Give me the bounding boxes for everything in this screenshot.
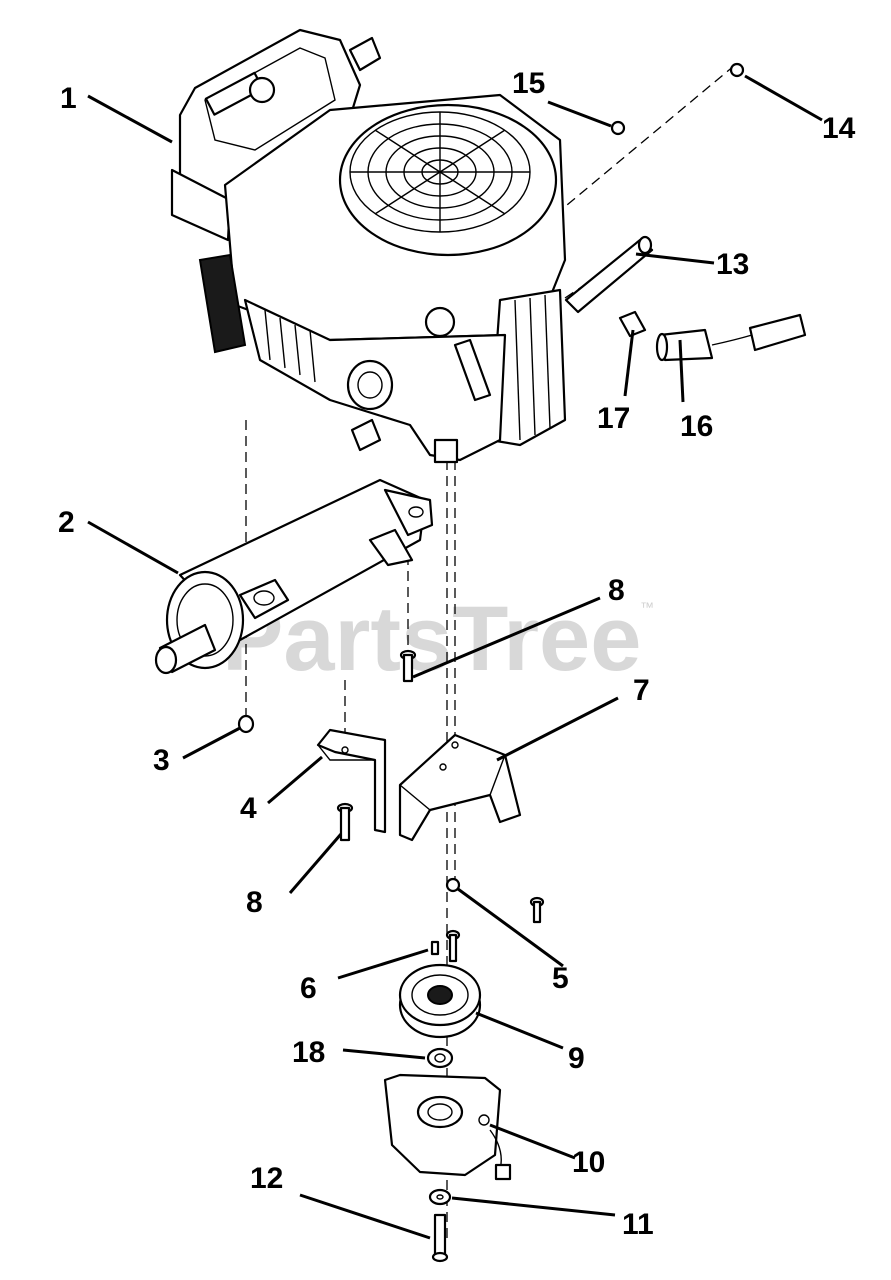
spacer-18	[426, 1047, 454, 1069]
callout-13: 13	[716, 248, 749, 281]
callout-16: 16	[680, 410, 713, 443]
callout-14: 14	[822, 112, 856, 145]
callout-6: 6	[300, 972, 317, 1005]
callout-5: 5	[552, 962, 569, 995]
washer-11	[428, 1188, 452, 1206]
bolt-8-upper	[399, 649, 417, 683]
bolt-8-lower	[336, 802, 354, 842]
callout-8-lower: 8	[246, 886, 263, 919]
pulley-bolt	[445, 929, 461, 963]
callout-7: 7	[633, 674, 650, 707]
leader-lines	[87, 74, 823, 1240]
callout-12: 12	[250, 1162, 283, 1195]
callout-15: 15	[512, 67, 545, 100]
clamp-15	[610, 120, 626, 136]
callout-labels: 1 2 3 4 5 6 7 8 8 9 10 11 12 13 14 15 16…	[58, 67, 856, 1241]
pulley-9	[398, 963, 482, 1039]
callout-9: 9	[568, 1042, 585, 1075]
callout-1: 1	[60, 82, 77, 115]
washer-5	[445, 877, 461, 893]
tube-13	[564, 235, 654, 314]
callout-3: 3	[153, 744, 170, 777]
engine	[170, 28, 567, 464]
callout-10: 10	[572, 1146, 605, 1179]
clutch-10	[383, 1073, 512, 1181]
screw	[529, 896, 545, 924]
callout-8-upper: 8	[608, 574, 625, 607]
callout-17: 17	[597, 402, 630, 435]
callout-11: 11	[622, 1208, 654, 1241]
callout-18: 18	[292, 1036, 325, 1069]
hose-16	[655, 313, 807, 362]
muffler	[154, 478, 434, 675]
plug-14	[729, 62, 745, 78]
bolt-12	[431, 1213, 449, 1263]
callout-2: 2	[58, 506, 75, 539]
belt-guard-7	[398, 733, 522, 842]
callout-4: 4	[240, 792, 257, 825]
key-6	[430, 940, 440, 956]
nut-3	[237, 714, 255, 734]
watermark-trademark: ™	[640, 599, 654, 615]
hose-clamp-17	[618, 310, 647, 338]
bracket-4	[316, 728, 387, 834]
